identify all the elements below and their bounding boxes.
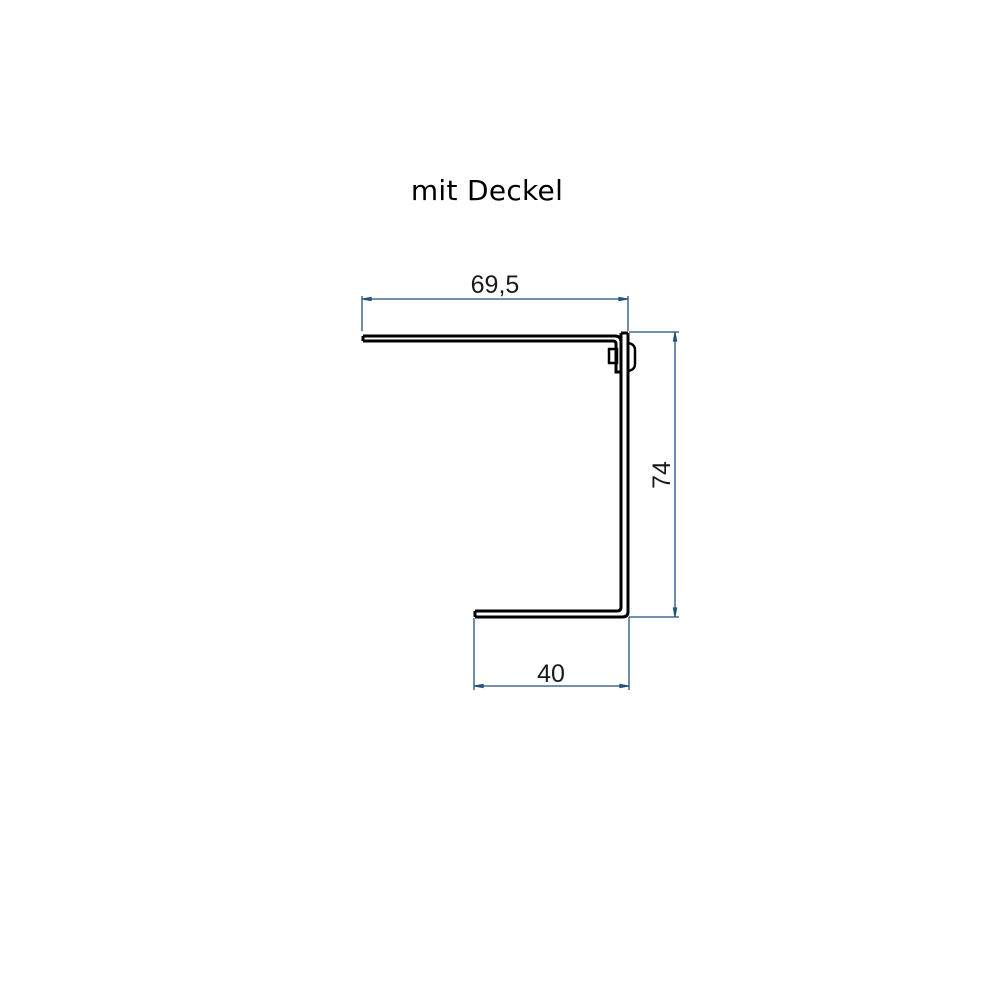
dimension-bottom-width <box>473 617 630 690</box>
dimension-top-width <box>361 296 629 331</box>
profile-outline <box>361 331 630 619</box>
drawing-title: mit Deckel <box>410 174 564 207</box>
dimension-label-bottom-width: 40 <box>537 660 565 688</box>
lid-clip <box>607 341 637 373</box>
dimension-label-height: 74 <box>648 461 676 489</box>
dimension-label-top-width: 69,5 <box>471 271 520 299</box>
dimension-height <box>629 331 679 618</box>
